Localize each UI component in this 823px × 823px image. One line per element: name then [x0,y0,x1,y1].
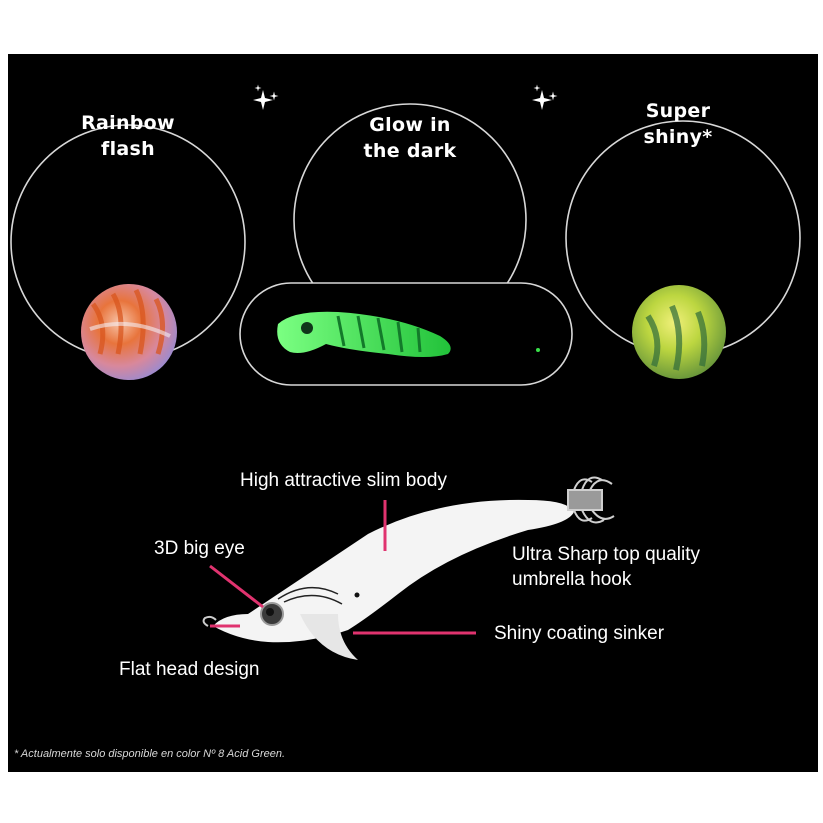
feature-title-shiny: Super shiny* [643,100,713,148]
callout-big-eye: 3D big eye [154,538,245,559]
sparkle-icon [253,84,279,110]
callout-flat-head: Flat head design [119,659,260,680]
sparkle-icon [532,84,558,110]
squid-jig-illustration [202,476,615,660]
illustration-layer [10,84,801,660]
rainbow-sample-image [81,284,177,380]
pointer-big-eye [209,564,264,609]
feature-title-glow: Glow in the dark [363,114,457,162]
shiny-sample-image [632,285,726,379]
callout-sinker: Shiny coating sinker [494,623,665,644]
feature-title-rainbow: Rainbow flash [81,112,175,160]
availability-footnote: * Actualmente solo disponible en color N… [14,748,286,760]
glow-lure-image [277,311,540,357]
callout-slim-body: High attractive slim body [240,470,447,491]
feature-panel: Rainbow flash Glow in the dark Super shi… [8,54,818,772]
callout-hook: Ultra Sharp top quality umbrella hook [512,544,700,590]
